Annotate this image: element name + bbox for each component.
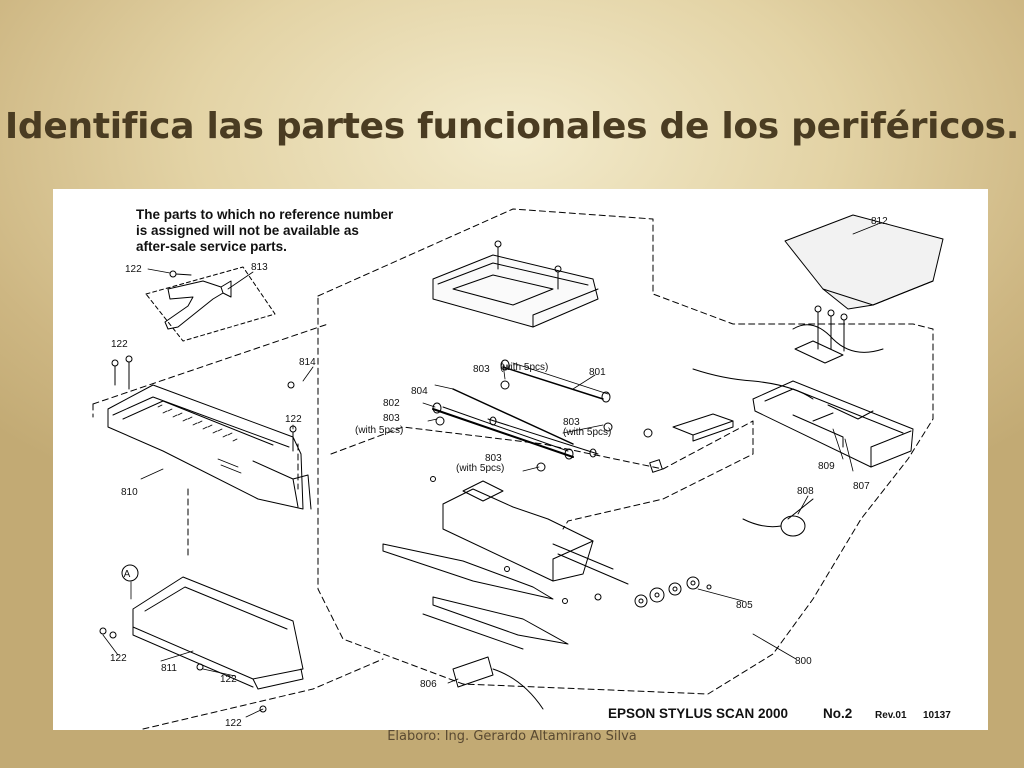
exploded-parts-diagram: The parts to which no reference number i… — [53, 189, 988, 730]
label-803-c: 803 — [563, 417, 580, 428]
note-line-1: The parts to which no reference number — [136, 207, 394, 222]
label-with-5pcs-b: (with 5pcs) — [355, 425, 403, 436]
label-122-c: 122 — [285, 414, 302, 425]
label-801: 801 — [589, 367, 606, 378]
label-806: 806 — [420, 679, 437, 690]
diagram-sheet-number: No.2 — [823, 706, 852, 721]
gear-set — [634, 576, 712, 608]
label-with-5pcs-d: (with 5pcs) — [456, 463, 504, 474]
label-803-b: 803 — [383, 413, 400, 424]
label-122-d: 122 — [110, 653, 127, 664]
label-with-5pcs-a: (with 5pcs) — [500, 362, 548, 373]
label-122-b: 122 — [111, 339, 128, 350]
label-122-e: 122 — [220, 674, 237, 685]
label-with-5pcs-c: (with 5pcs) — [563, 427, 611, 438]
slide-footer-credit: Elaboro: Ing. Gerardo Altamirano Silva — [387, 729, 637, 744]
label-800: 800 — [795, 656, 812, 667]
label-122-f: 122 — [225, 718, 242, 729]
slide-title: Identifica las partes funcionales de los… — [4, 106, 1020, 147]
label-809: 809 — [818, 461, 835, 472]
label-122-a: 122 — [125, 264, 142, 275]
diagram-model-name: EPSON STYLUS SCAN 2000 — [608, 706, 788, 721]
label-810: 810 — [121, 487, 138, 498]
label-807: 807 — [853, 481, 870, 492]
label-803-d: 803 — [485, 453, 502, 464]
diagram-canvas: The parts to which no reference number i… — [92, 207, 951, 730]
note-line-3: after-sale service parts. — [136, 239, 287, 254]
assembly-outlines — [92, 208, 934, 730]
diagram-code: 10137 — [923, 710, 951, 721]
label-804: 804 — [411, 386, 428, 397]
label-803-a: 803 — [473, 364, 490, 375]
marker-a: A — [124, 569, 131, 580]
label-808: 808 — [797, 486, 814, 497]
label-814: 814 — [299, 357, 316, 368]
label-811: 811 — [161, 663, 177, 674]
diagram-revision: Rev.01 — [875, 710, 907, 721]
label-805: 805 — [736, 600, 753, 611]
note-line-2: is assigned will not be available as — [136, 223, 359, 238]
label-802: 802 — [383, 398, 400, 409]
screw-group-812 — [814, 305, 848, 352]
leader-lines — [102, 223, 879, 718]
label-812: 812 — [871, 216, 888, 227]
label-813: 813 — [251, 262, 268, 273]
